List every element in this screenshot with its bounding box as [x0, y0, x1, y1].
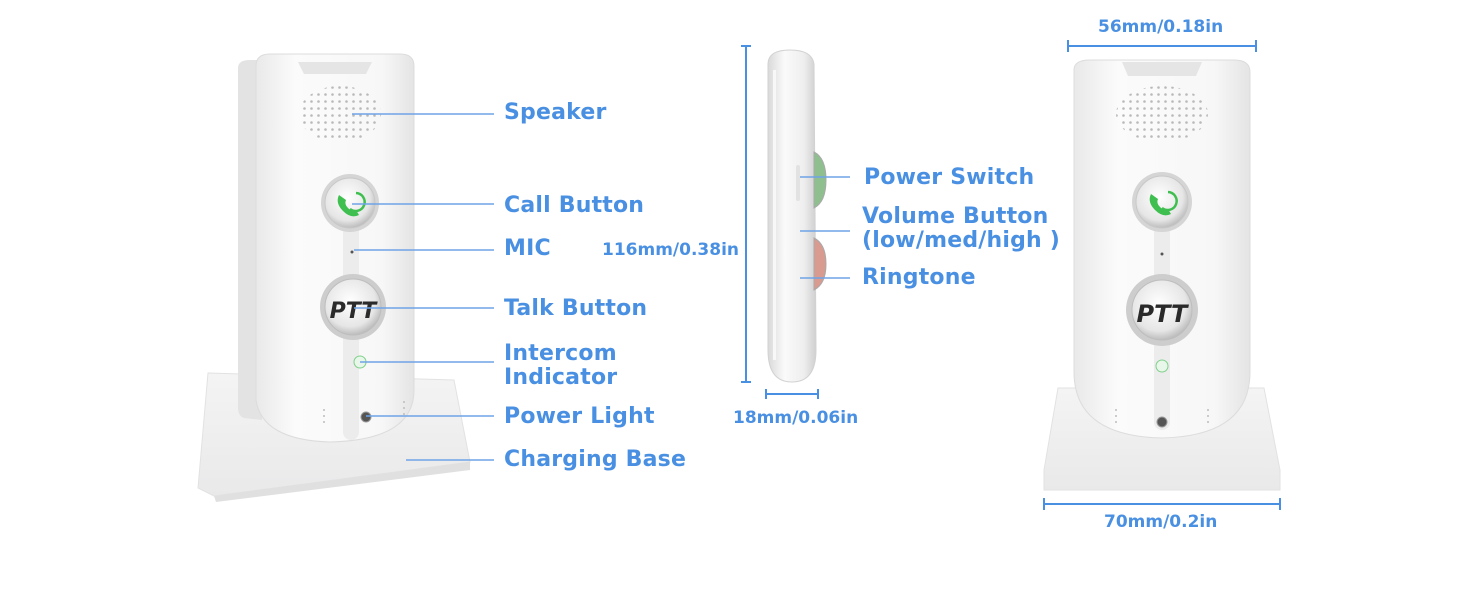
power-switch-knob	[813, 151, 827, 209]
dim-height: 116mm/0.38in	[602, 240, 739, 260]
talk-button-right: PTT	[1126, 274, 1198, 346]
callout-lines	[352, 113, 850, 461]
ringtone-knob	[813, 237, 827, 291]
ptt-text-right: PTT	[1137, 300, 1190, 328]
label-ringtone: Ringtone	[862, 265, 976, 290]
label-intercom-line1: Intercom	[504, 341, 617, 366]
side-device	[767, 49, 827, 383]
power-light-left	[360, 411, 372, 423]
label-volume-line2: (low/med/high )	[862, 228, 1061, 253]
dimension-lines	[741, 40, 1281, 510]
call-button-right	[1132, 172, 1192, 232]
ptt-text-left: PTT	[330, 299, 379, 324]
label-talk-button: Talk Button	[504, 296, 648, 321]
left-device: PTT	[197, 53, 471, 502]
call-button-left	[321, 174, 379, 232]
label-power-switch: Power Switch	[864, 165, 1035, 190]
speaker-grill-left	[299, 86, 381, 142]
label-speaker: Speaker	[504, 100, 607, 125]
label-volume-line1: Volume Button	[862, 204, 1049, 229]
mic-hole-left	[350, 250, 354, 254]
dim-base-width: 70mm/0.2in	[1104, 512, 1218, 532]
dim-depth: 18mm/0.06in	[733, 408, 859, 428]
side-phone-body	[767, 49, 817, 383]
speaker-grill-right	[1116, 86, 1208, 142]
label-call-button: Call Button	[504, 193, 645, 218]
label-intercom-line2: Indicator	[504, 365, 618, 390]
dim-width: 56mm/0.18in	[1098, 17, 1224, 37]
label-charging-base: Charging Base	[504, 447, 687, 472]
label-power-light: Power Light	[504, 404, 655, 429]
right-device: PTT	[1043, 59, 1281, 491]
talk-button-left: PTT	[320, 274, 386, 340]
left-phone-body	[255, 53, 415, 443]
label-mic: MIC	[504, 236, 551, 261]
